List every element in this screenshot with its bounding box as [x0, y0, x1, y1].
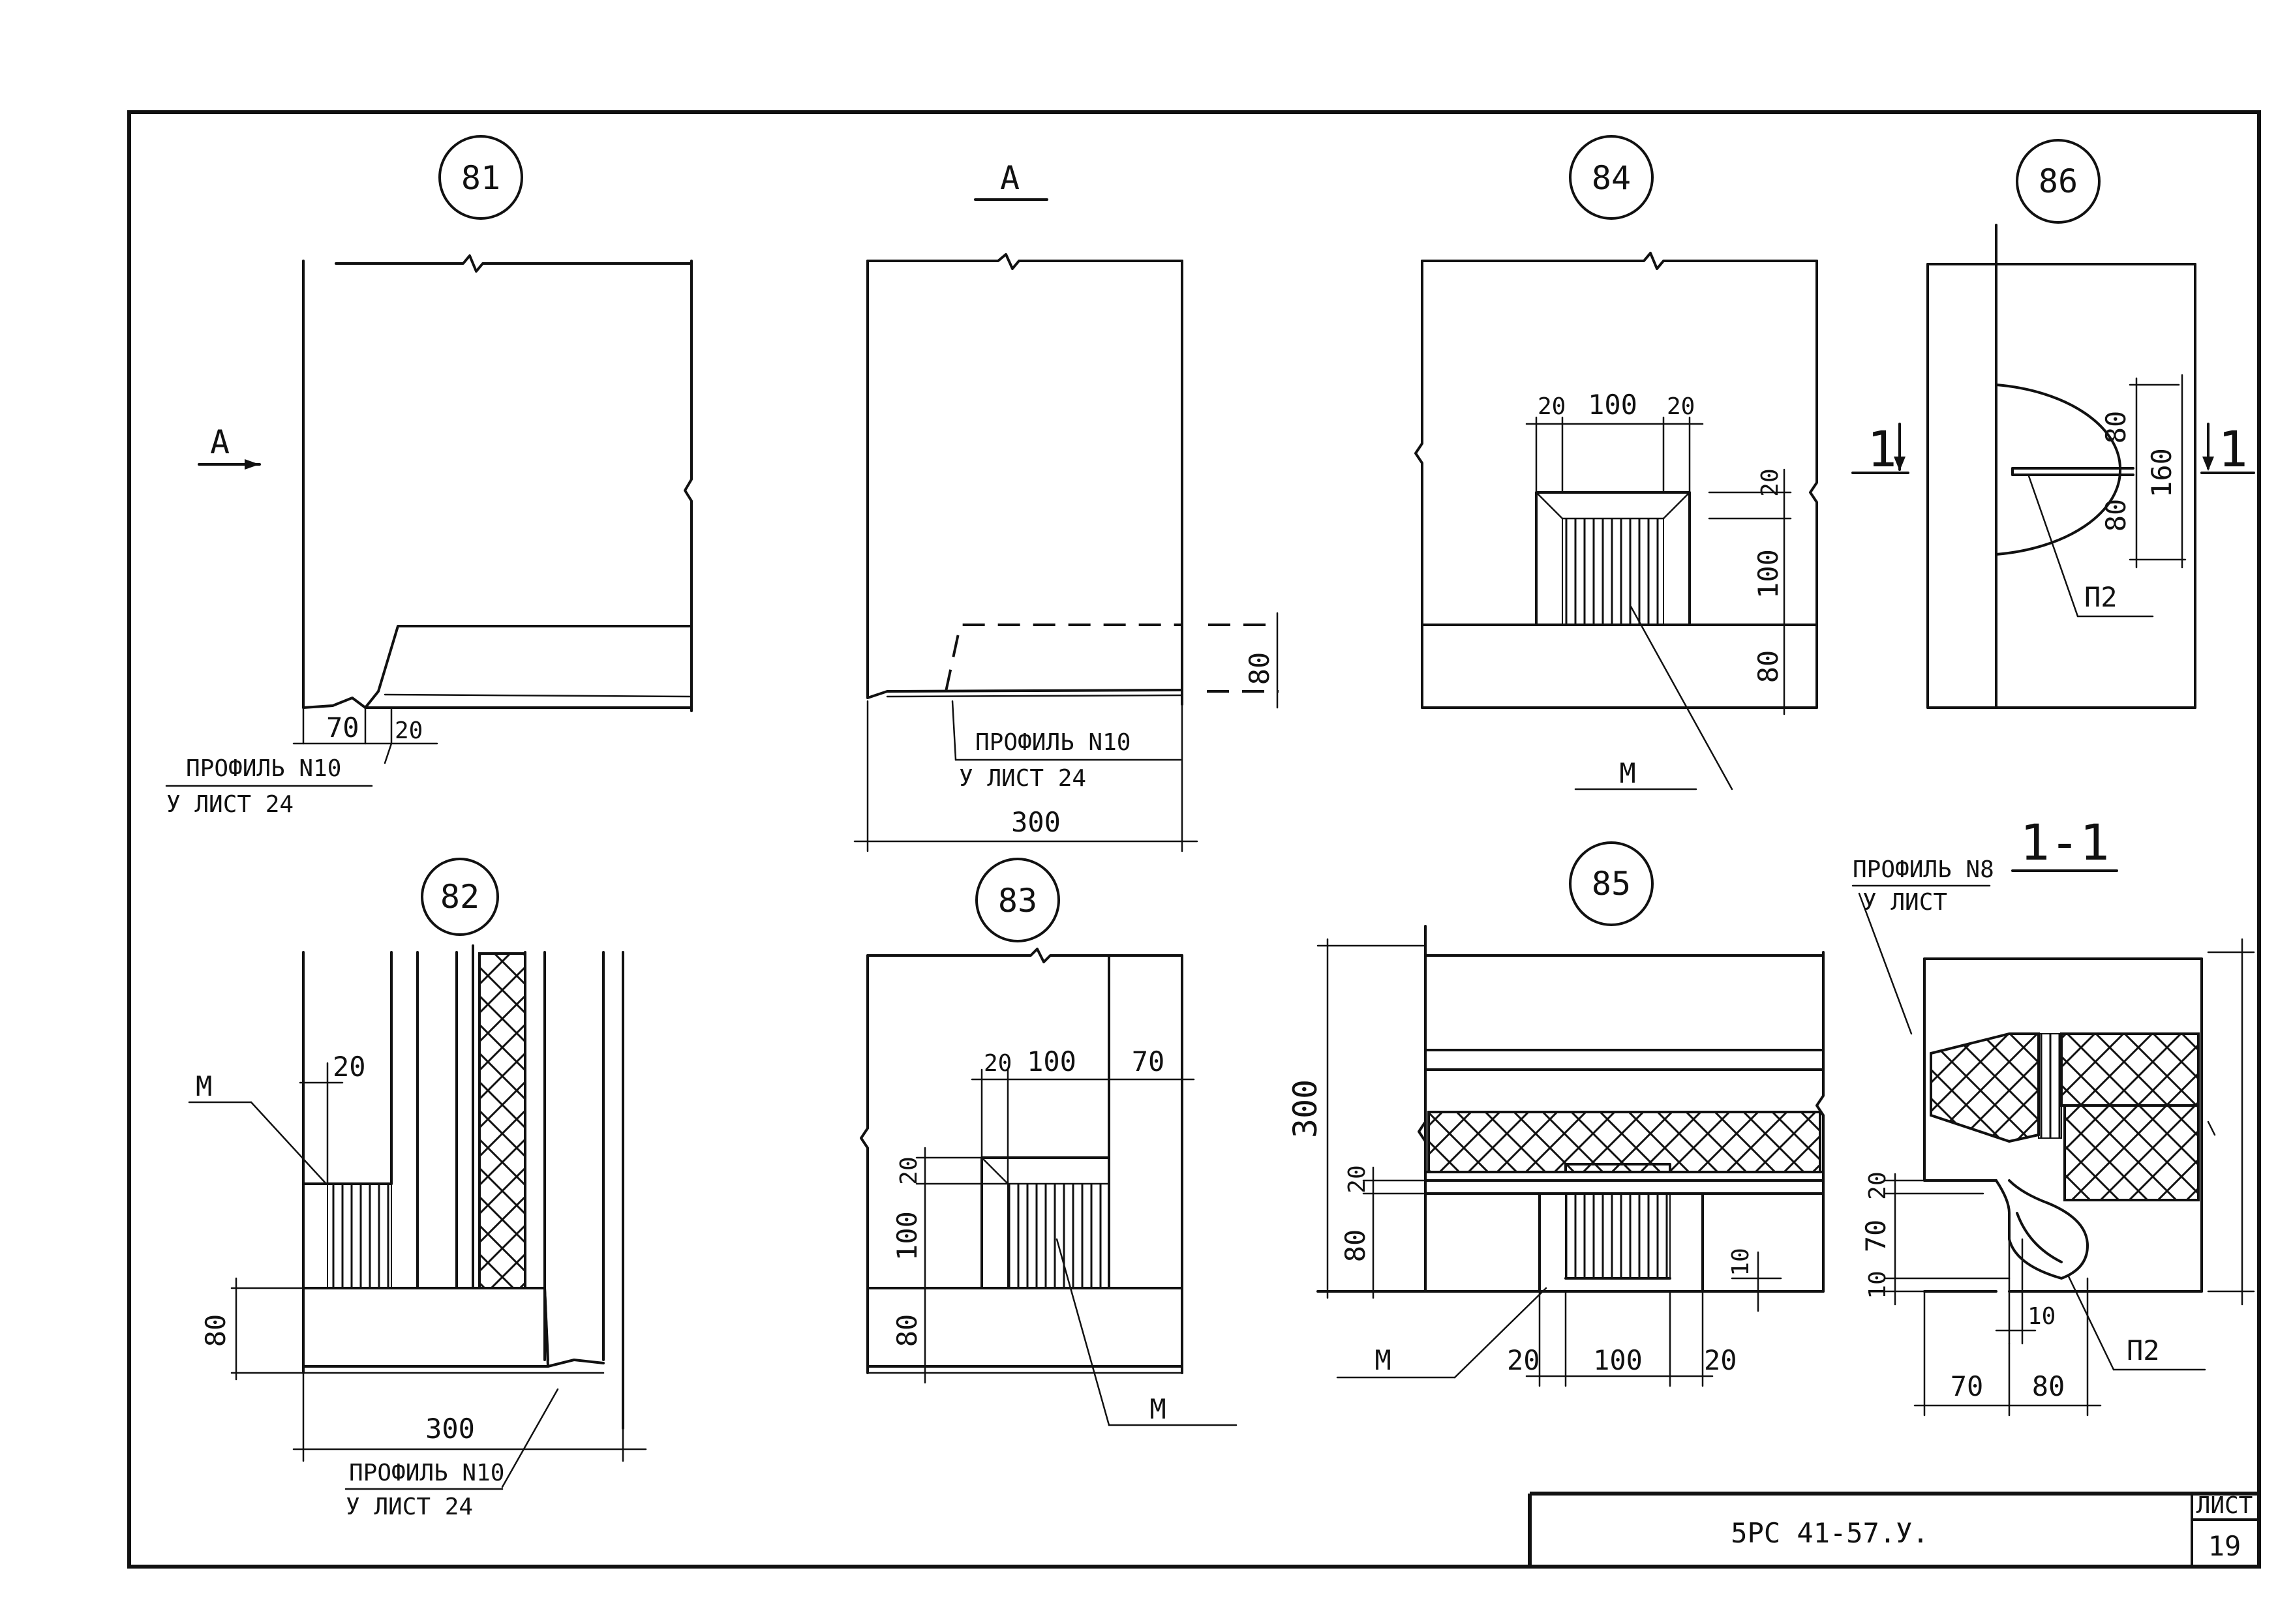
- dim-80-86-bottom: 80: [2100, 499, 2132, 532]
- profile-note-82-line1: ПРОФИЛЬ N10: [349, 1460, 504, 1486]
- material-label-82: M: [196, 1070, 212, 1102]
- dim-10-section-vert: 10: [1864, 1271, 1891, 1299]
- profile-note-8-line2: У ЛИСТ: [1862, 889, 1947, 916]
- dim-20-section: 20: [1864, 1171, 1891, 1199]
- callout-86-label: 86: [2039, 162, 2078, 200]
- material-label-85: M: [1374, 1344, 1391, 1376]
- dim-20-82: 20: [333, 1051, 366, 1083]
- view-a: A 80 ПРОФИЛЬ N10 У ЛИСТ 24 300: [853, 159, 1279, 852]
- sheet-label: ЛИСТ: [2196, 1492, 2253, 1519]
- section-mark-right: 1: [2218, 420, 2248, 478]
- sheet-number: 19: [2208, 1530, 2241, 1562]
- dim-20-detail81: 20: [395, 717, 423, 744]
- dim-300-82: 300: [425, 1413, 475, 1445]
- dim-10-section: 10: [2027, 1303, 2056, 1330]
- dim-20-83-vert: 20: [896, 1156, 922, 1184]
- dim-300-view-a: 300: [1011, 806, 1061, 838]
- dim-10-85: 10: [1727, 1248, 1754, 1276]
- document-code: 5РС 41-57.У.: [1731, 1517, 1928, 1549]
- profile-note-a-line1: ПРОФИЛЬ N10: [975, 729, 1131, 756]
- profile-note-81-line1: ПРОФИЛЬ N10: [186, 755, 341, 782]
- dim-80-84-vert: 80: [1752, 650, 1784, 684]
- view-a-title: A: [1000, 159, 1020, 197]
- dim-300-85: 300: [1286, 1079, 1324, 1138]
- dim-20-85-vert: 20: [1344, 1165, 1371, 1193]
- dim-20-83: 20: [984, 1050, 1012, 1077]
- dim-80-85-vert: 80: [1339, 1229, 1371, 1263]
- dim-70-83: 70: [1132, 1045, 1165, 1077]
- dim-80-view-a: 80: [1243, 652, 1275, 685]
- profile-note-81-line2: У ЛИСТ 24: [166, 791, 294, 818]
- section-title: 1-1: [2020, 813, 2109, 871]
- dim-20-84-right: 20: [1667, 393, 1695, 420]
- callout-83-label: 83: [998, 882, 1037, 920]
- callout-circle-81: [438, 135, 523, 220]
- view-arrow-label: A: [210, 423, 230, 461]
- section-1-1: 1-1 ПРОФИЛЬ N8 У ЛИСТ 20 70 10 10 70: [1851, 813, 2255, 1417]
- dim-70-detail81: 70: [326, 712, 359, 744]
- callout-circle-82: [421, 858, 499, 936]
- dim-20-84-vert: 20: [1757, 468, 1784, 496]
- callout-82-label: 82: [440, 878, 479, 916]
- callout-84-label: 84: [1592, 159, 1631, 197]
- profile-note-8-line1: ПРОФИЛЬ N8: [1853, 856, 1994, 883]
- part-label-86: П2: [2084, 581, 2118, 613]
- callout-circle-83: [975, 858, 1060, 942]
- dim-70-section-h: 70: [1951, 1370, 1984, 1402]
- title-block: 5РС 41-57.У. ЛИСТ 19: [1528, 1492, 2260, 1568]
- part-label-section: П2: [2127, 1334, 2160, 1366]
- dim-100-84-vert: 100: [1752, 549, 1784, 599]
- callout-85-label: 85: [1592, 865, 1631, 903]
- dim-100-85: 100: [1593, 1344, 1643, 1376]
- dim-80-82: 80: [200, 1314, 232, 1347]
- dim-100-83: 100: [1027, 1045, 1076, 1077]
- detail-86: 86 80 80 160 П2 1: [1926, 139, 2255, 709]
- callout-circle-86: [2016, 139, 2101, 224]
- dim-100-83-vert: 100: [891, 1211, 923, 1261]
- detail-85: 85 300 20 80 10 20 100 20: [1286, 841, 1825, 1387]
- section-mark-left: 1: [1867, 420, 1897, 478]
- dim-80-section-h: 80: [2032, 1370, 2065, 1402]
- profile-note-a-line2: У ЛИСТ 24: [959, 765, 1086, 792]
- detail-82: 82 20 M 80 300 ПРОФИЛЬ N10: [188, 858, 647, 1520]
- material-label-83: M: [1149, 1393, 1166, 1425]
- dim-160-86: 160: [2146, 448, 2178, 498]
- dim-70-section: 70: [1860, 1220, 1892, 1253]
- dim-80-83-vert: 80: [891, 1314, 923, 1347]
- sheet-frame: [127, 110, 2261, 1569]
- dim-80-86-top: 80: [2100, 411, 2132, 444]
- detail-83: 83 20 100 70 20 100 80 M: [860, 858, 1238, 1426]
- detail-84: 84 20 100 20 20 100 80 M 1: [1414, 135, 1909, 790]
- detail-81: 81 70 20 ПРОФИЛЬ N10 У ЛИСТ 24 A: [165, 135, 693, 818]
- callout-81-label: 81: [461, 159, 500, 197]
- dim-100-84: 100: [1588, 389, 1637, 421]
- material-label-84: M: [1619, 757, 1635, 789]
- dim-20-85-left: 20: [1507, 1344, 1540, 1376]
- callout-circle-85: [1569, 841, 1654, 926]
- callout-circle-84: [1569, 135, 1654, 220]
- dim-20-85-right: 20: [1704, 1344, 1737, 1376]
- dim-20-84-left: 20: [1538, 393, 1566, 420]
- profile-note-82-line2: У ЛИСТ 24: [346, 1494, 473, 1520]
